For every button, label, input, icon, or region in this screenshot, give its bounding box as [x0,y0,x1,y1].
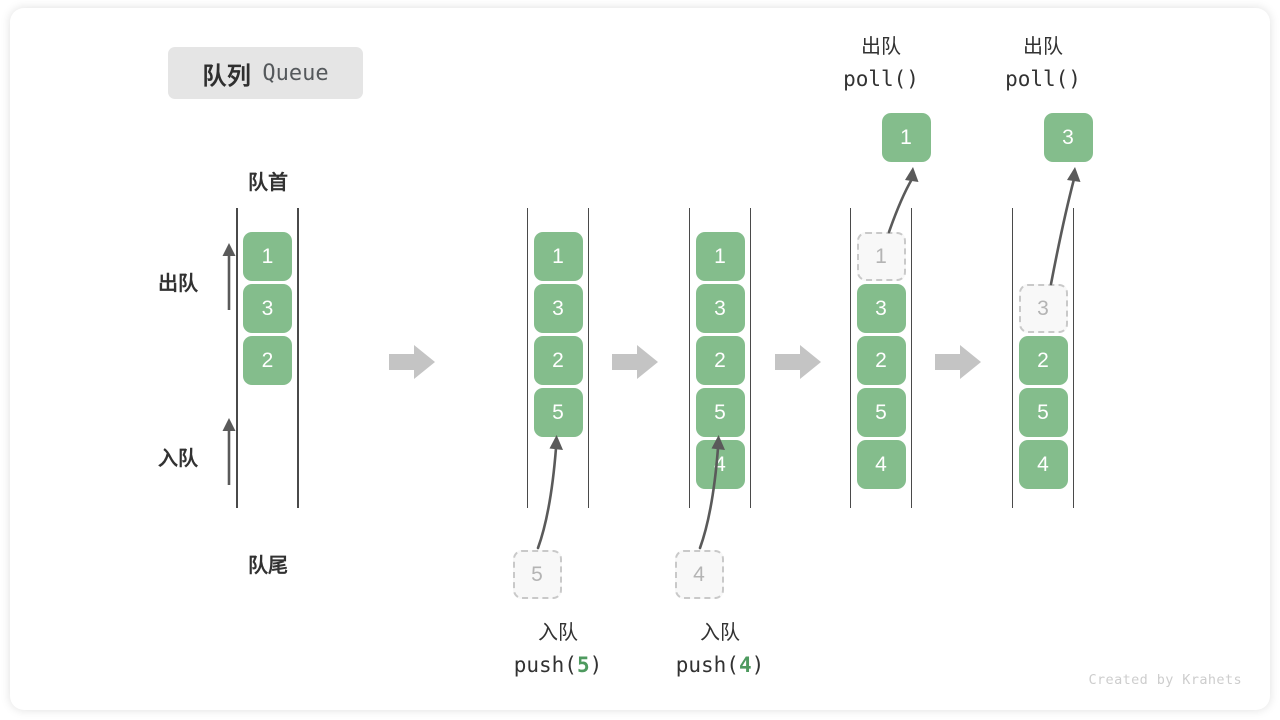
queue-element: 5 [1018,388,1068,437]
poll-caption-code: poll() [1005,67,1081,91]
enqueue-arrow-icon [216,415,242,487]
dequeue-label: 出队 [158,273,198,295]
poll-arrow-icon [1033,165,1123,290]
queue-element-ghost: 1 [856,232,906,281]
queue-element: 1 [533,232,583,281]
popped-element: 1 [881,113,931,162]
queue-element: 3 [856,284,906,333]
footer-credit: Created by Krahets [1088,672,1242,688]
queue-element: 4 [856,440,906,489]
queue-element: 5 [856,388,906,437]
poll-caption: 出队 poll() [968,32,1118,96]
queue-element: 2 [695,336,745,385]
rear-label: 队尾 [248,555,288,577]
queue-element: 2 [533,336,583,385]
diagram-title-badge: 队列 Queue [168,47,363,99]
incoming-element-ghost: 4 [674,550,724,599]
queue-element: 2 [1018,336,1068,385]
push-caption-code: push(4) [675,653,765,677]
queue-rail [587,208,590,508]
queue-rail [749,208,752,508]
queue-element: 3 [533,284,583,333]
queue-element: 1 [695,232,745,281]
push-caption: 入队 push(5) [468,618,648,682]
push-caption-cn: 入队 [538,622,578,644]
queue-element: 2 [243,336,292,385]
queue-rail [910,208,913,508]
push-caption: 入队 push(4) [630,618,810,682]
push-arrow-icon [680,420,760,560]
push-caption-code: push(5) [513,653,603,677]
title-english: Queue [262,60,329,86]
enqueue-label: 入队 [158,448,198,470]
push-caption-cn: 入队 [700,622,740,644]
queue-element: 3 [695,284,745,333]
queue-element: 5 [533,388,583,437]
poll-caption-code: poll() [843,67,919,91]
poll-arrow-icon [871,165,961,238]
front-label: 队首 [248,172,288,194]
push-arrow-icon [518,420,598,560]
popped-element: 3 [1043,113,1093,162]
queue-rail [526,208,529,508]
queue-rail [688,208,691,508]
poll-caption-cn: 出队 [861,36,901,58]
title-chinese: 队列 [202,62,252,90]
queue-element: 2 [856,336,906,385]
poll-caption-cn: 出队 [1023,36,1063,58]
queue-rail [236,208,238,508]
poll-caption: 出队 poll() [806,32,956,96]
flow-arrow-icon [612,343,662,381]
queue-rail [1011,208,1014,508]
queue-rail [849,208,852,508]
queue-rail [297,208,299,508]
flow-arrow-icon [935,343,985,381]
queue-element: 5 [695,388,745,437]
flow-arrow-icon [389,343,439,381]
queue-rail [1072,208,1075,508]
queue-element: 4 [1018,440,1068,489]
flow-arrow-icon [775,343,825,381]
queue-element: 1 [243,232,292,281]
dequeue-arrow-icon [216,240,242,312]
incoming-element-ghost: 5 [512,550,562,599]
queue-element: 3 [243,284,292,333]
queue-element-ghost: 3 [1018,284,1068,333]
